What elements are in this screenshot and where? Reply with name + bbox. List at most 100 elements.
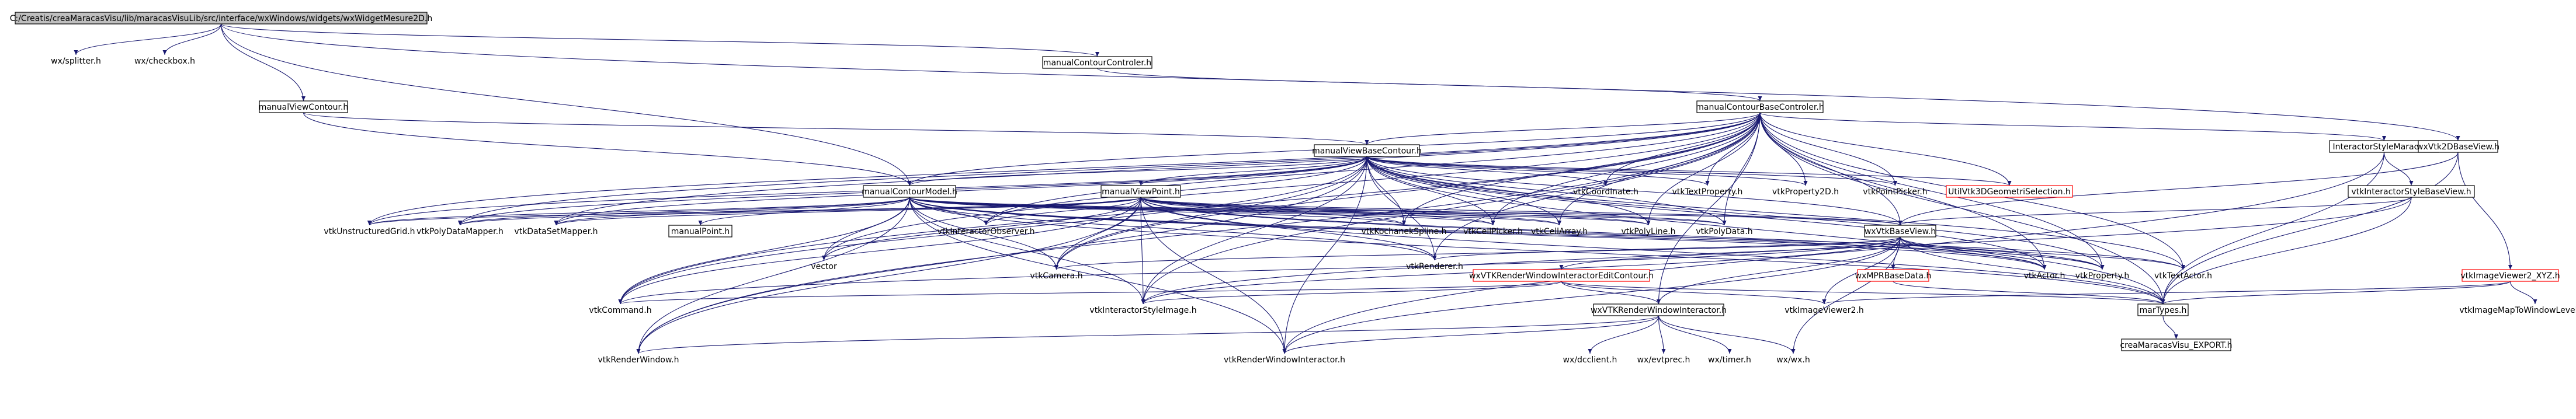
edge-manualcontourbasecontroler-to-martypes: [1759, 112, 2164, 305]
node-vtkinteractorstylebaseview[interactable]: vtkInteractorStyleBaseView.h: [2348, 185, 2475, 198]
edge-interactorstylemaracas-to-vtkinteractorstylebaseview: [2383, 152, 2412, 186]
arrowhead: [74, 50, 78, 55]
node-interactorstylemaracas[interactable]: InteractorStyleMaracas.h: [2329, 140, 2439, 153]
edge-manualcontourbasecontroler-to-vtkpointpicker: [1759, 112, 1896, 186]
node-label: vtkActor.h: [2024, 271, 2065, 281]
node-label: vtkCellPicker.h: [1463, 227, 1523, 236]
arrowhead: [1727, 349, 1732, 354]
edge-manualviewcontour-to-manualviewbasecontour: [303, 112, 1367, 145]
edge-manualviewpoint-to-vtkcellpicker: [1140, 197, 1494, 226]
edge-manualviewbasecontour-to-martypes: [1366, 156, 2164, 305]
arrowhead: [2533, 299, 2537, 304]
node-box: [1593, 303, 1724, 316]
edge-wxvtkbaseview-to-wxvtkrenderwindowinteractoreditcontour: [1561, 236, 1901, 270]
arrowhead: [2042, 265, 2047, 270]
node-manualviewcontour[interactable]: manualViewContour.h: [259, 100, 349, 113]
node-label: marTypes.h: [2140, 306, 2187, 315]
edge-manualviewpoint-to-vtkpolydatamapper: [459, 197, 1141, 226]
edge-manualcontourbasecontroler-to-vtkproperty: [1759, 112, 2103, 270]
node-box: [2137, 303, 2189, 316]
node-label: manualViewPoint.h: [1102, 187, 1180, 197]
edge-manualviewbasecontour-to-manualcontourmodel: [909, 156, 1367, 186]
node-wxvtkrenderwindowinteractoreditcontour[interactable]: wxVTKRenderWindowInteractorEditContour.h: [1469, 269, 1654, 282]
node-root[interactable]: C:/Creatis/creaMaracasVisu/lib/maracasVi…: [10, 12, 433, 25]
node-vtkcommand: vtkCommand.h: [589, 306, 651, 315]
node-wxmprbasedata[interactable]: wxMPRBaseData.h: [1855, 269, 1932, 282]
edge-manualviewpoint-to-vector: [823, 197, 1141, 261]
arrowhead: [1722, 221, 1727, 225]
arrowhead: [1491, 221, 1495, 225]
edge-wxvtkbaseview-to-martypes: [1900, 236, 2164, 305]
node-wxvtkbaseview[interactable]: wxVtkBaseView.h: [1864, 225, 1936, 238]
node-wxsplitter: wx/splitter.h: [51, 57, 101, 66]
node-label: vtkRenderWindowInteractor.h: [1224, 355, 1345, 365]
edge-manualcontourbasecontroler-to-vtktextproperty: [1707, 112, 1761, 186]
node-vtkimageviewer2-xyz[interactable]: vtkImageViewer2_XYZ.h: [2460, 269, 2560, 282]
edge-manualviewpoint-to-vtkinteractorobserver: [985, 197, 1141, 226]
arrowhead: [1557, 221, 1561, 225]
edge-manualviewbasecontour-to-vtktextactor: [1366, 156, 2184, 270]
edge-wxvtkbaseview-to-vtkrenderwindowinteractor: [1284, 236, 1901, 354]
arrowhead: [1646, 221, 1651, 225]
node-vtkpolyline: vtkPolyLine.h: [1621, 227, 1675, 236]
node-vtkimagemaptowindowlevelcolors: vtkImageMapToWindowLevelColors.h: [2459, 306, 2576, 315]
arrowhead: [984, 221, 988, 225]
node-box: [15, 12, 428, 25]
node-label: vtkKochanekSpline.h: [1361, 227, 1446, 236]
node-label: vtkImageViewer2.h: [1785, 306, 1864, 315]
node-vtkrenderer: vtkRenderer.h: [1406, 262, 1463, 271]
edge-manualcontourmodel-to-vtkunstructuredgrid: [369, 197, 910, 226]
edge-manualcontourbasecontroler-to-vtkkochanekspline: [1403, 112, 1761, 226]
node-label: vtkImageMapToWindowLevelColors.h: [2459, 306, 2576, 315]
node-label: wx/checkbox.h: [134, 57, 195, 66]
node-label: vtkImageViewer2_XYZ.h: [2460, 271, 2560, 281]
edge-manualviewpoint-to-vtkkochanekspline: [1140, 197, 1405, 226]
node-creamaracasvisu-export[interactable]: creaMaracasVisu_EXPORT.h: [2120, 338, 2233, 351]
edge-manualcontourmodel-to-vtkdatasetmapper: [556, 197, 910, 226]
edge-manualviewpoint-to-vtkrenderwindowinteractor: [1140, 197, 1285, 354]
node-box: [1857, 269, 1929, 282]
node-utilvtk3dgeometriselection[interactable]: UtilVtk3DGeometriSelection.h: [1946, 185, 2073, 198]
node-label: manualContourModel.h: [862, 187, 957, 197]
edge-manualcontourbasecontroler-to-utilvtk3dgeometriselection: [1759, 112, 2010, 186]
node-vtkpolydatamapper: vtkPolyDataMapper.h: [416, 227, 504, 236]
node-wxvtk2dbaseview[interactable]: wxVtk2DBaseView.h: [2417, 140, 2499, 153]
edge-root-to-wxsplitter: [75, 23, 222, 55]
arrowhead: [1432, 256, 1437, 260]
node-label: vtkProperty.h: [2075, 271, 2129, 281]
node-wxtimer: wx/timer.h: [1708, 355, 1751, 365]
node-martypes[interactable]: marTypes.h: [2137, 303, 2189, 316]
node-manualpoint[interactable]: manualPoint.h: [668, 225, 732, 238]
edge-manualviewbasecontour-to-vtkcommand: [620, 156, 1367, 305]
arrowhead: [907, 181, 912, 186]
edge-manualcontourmodel-to-vtkkochanekspline: [909, 197, 1405, 226]
arrowhead: [2174, 334, 2178, 339]
node-manualcontourcontroler[interactable]: manualContourControler.h: [1042, 56, 1152, 69]
node-manualviewpoint[interactable]: manualViewPoint.h: [1100, 185, 1181, 198]
arrowhead: [1402, 221, 1406, 225]
edge-manualviewbasecontour-to-vtkcellarray: [1366, 156, 1560, 226]
edge-manualviewpoint-to-vtkrenderwindow: [638, 197, 1141, 354]
node-manualcontourmodel[interactable]: manualContourModel.h: [862, 185, 957, 198]
node-label: vtkPolyLine.h: [1621, 227, 1675, 236]
node-manualcontourbasecontroler[interactable]: manualContourBaseControler.h: [1696, 100, 1824, 113]
edge-manualviewbasecontour-to-vtkrenderwindowinteractor: [1284, 156, 1367, 354]
edge-manualviewpoint-to-vtkpolyline: [1140, 197, 1649, 226]
edge-wxvtkrenderwindowinteractoreditcontour-to-vtkimageviewer2: [1561, 281, 1825, 305]
arrowhead: [367, 221, 372, 225]
node-manualviewbasecontour[interactable]: manualViewBaseContour.h: [1312, 144, 1422, 157]
node-label: wx/timer.h: [1708, 355, 1751, 365]
arrowhead: [2456, 136, 2460, 141]
node-wxvtkrenderwindowinteractor[interactable]: wxVTKRenderWindowInteractor.h: [1591, 303, 1727, 316]
edge-manualcontourmodel-to-vtkcamera: [909, 197, 1057, 270]
edge-vtkinteractorstylebaseview-to-vtkinteractorstyleimage: [1143, 197, 2412, 305]
arrowhead: [1365, 140, 1369, 145]
arrowhead: [1705, 181, 1710, 186]
edge-manualcontourbasecontroler-to-vector: [823, 112, 1761, 261]
node-wxdcclient: wx/dcclient.h: [1563, 355, 1617, 365]
edge-manualviewbasecontour-to-vtkkochanekspline: [1366, 156, 1405, 226]
edge-martypes-to-creamaracasvisu-export: [2162, 315, 2177, 340]
edges-layer: [74, 23, 2537, 354]
arrowhead: [162, 50, 167, 55]
node-label: vtkPolyDataMapper.h: [416, 227, 504, 236]
